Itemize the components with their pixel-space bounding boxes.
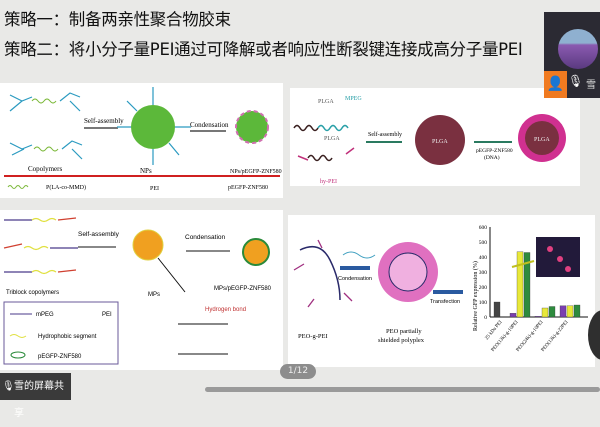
label-triblock: Triblock copolymers (6, 290, 59, 296)
panel-strategy1-mps: Self-assembly Condensation Triblock copo… (0, 210, 283, 370)
bar (559, 305, 567, 318)
slide-title-line1: 策略一：制备两亲性聚合物胶束 (4, 10, 231, 29)
label-condensation: Condensation (338, 276, 372, 282)
label-self-assembly: Self-assembly (78, 231, 120, 238)
label-self-assembly: Self-assembly (368, 131, 402, 138)
legend-pei: PEI (150, 186, 159, 192)
x-tick-label: PEO(13k)-g-22PEI (541, 320, 570, 353)
y-tick-label: 300 (479, 270, 488, 276)
screen-share-text: 雪的屏幕共享 (14, 381, 64, 419)
y-axis-label: Relative GFP expression (%) (472, 261, 479, 331)
label-hydrogen-bond: Hydrogen bond (205, 307, 246, 313)
bar (548, 306, 556, 318)
screen-share-label: 🎙雪的屏幕共享 (0, 373, 71, 419)
bar (573, 304, 581, 318)
panel-strategy1-nps: Self-assembly Condensation Copolymers NP… (0, 83, 283, 198)
y-tick-label: 0 (484, 315, 487, 321)
label-condensation: Condensation (190, 121, 229, 129)
label-hypei: hy-PEI (320, 179, 337, 185)
legend-mpeg: mPEG (36, 312, 54, 318)
legend-plla: P(LA-co-MMD) (46, 184, 86, 191)
bar (516, 251, 524, 318)
label-transfection: Transfection (430, 299, 460, 305)
label-peo-g-pei: PEO-g-PEI (298, 333, 328, 340)
label-plga: PLGA (318, 99, 334, 105)
bar (523, 252, 531, 318)
label-dna-sub: (DNA) (484, 154, 500, 161)
y-tick-label: 600 (479, 225, 488, 231)
bar (541, 307, 549, 318)
person-icon: 👤 (544, 71, 567, 98)
label-core: PLGA (432, 139, 448, 145)
label-polyplex1: PEO partially (386, 328, 422, 335)
label-mpeg: MPEG (345, 96, 362, 102)
legend-pei: PEI (102, 312, 112, 318)
bar (493, 301, 501, 318)
label-copolymers: Copolymers (28, 165, 62, 173)
panel-strategy1-plga: PLGA MPEG PLGA hy-PEI Self-assembly PLGA… (290, 88, 580, 186)
x-tick-label: PEO(24k)-g-10PEI (516, 320, 545, 353)
label-polyplex2: shielded polyplex (378, 337, 425, 344)
label-mps-complex: MPs/pEGFP-ZNF580 (214, 286, 272, 292)
panel-strategy2: PEO-g-PEI Condensation PEO partially shi… (288, 215, 595, 367)
legend-hydrophobic: Hydrophobic segment (38, 334, 97, 340)
participant-video-tile[interactable]: 👤 🎙 雪 (544, 12, 600, 98)
floating-control-button[interactable] (588, 310, 600, 360)
slide-title-line2: 策略二：将小分子量PEI通过可降解或者响应性断裂键连接成高分子量PEI (4, 40, 523, 59)
label-plga2: PLGA (324, 136, 340, 142)
y-tick-label: 200 (479, 285, 488, 291)
label-core2: PLGA (534, 137, 550, 143)
page-indicator: 1/12 (280, 364, 316, 379)
horizontal-scrollbar[interactable] (205, 387, 600, 392)
label-self-assembly: Self-assembly (84, 117, 124, 125)
bar (534, 316, 542, 318)
y-tick-label: 100 (479, 300, 488, 306)
bar (509, 313, 517, 318)
label-condensation: Condensation (185, 234, 225, 241)
label-nps-complex: NPs/pEGFP-ZNF580 (230, 169, 282, 175)
label-dna: pEGFP-ZNF580 (476, 148, 513, 154)
y-tick-label: 400 (479, 255, 488, 261)
label-nps: NPs (140, 167, 152, 175)
legend-dna: pEGFP-ZNF580 (38, 354, 82, 360)
participant-name-fragment: 雪 (586, 80, 596, 91)
legend-dna: pEGFP-ZNF580 (228, 185, 268, 191)
label-mps: MPs (148, 292, 160, 298)
bar (566, 305, 574, 318)
y-tick-label: 500 (479, 240, 488, 246)
microphone-icon[interactable]: 🎙 (568, 74, 584, 88)
avatar (558, 29, 598, 69)
microphone-icon: 🎙 (2, 381, 15, 392)
